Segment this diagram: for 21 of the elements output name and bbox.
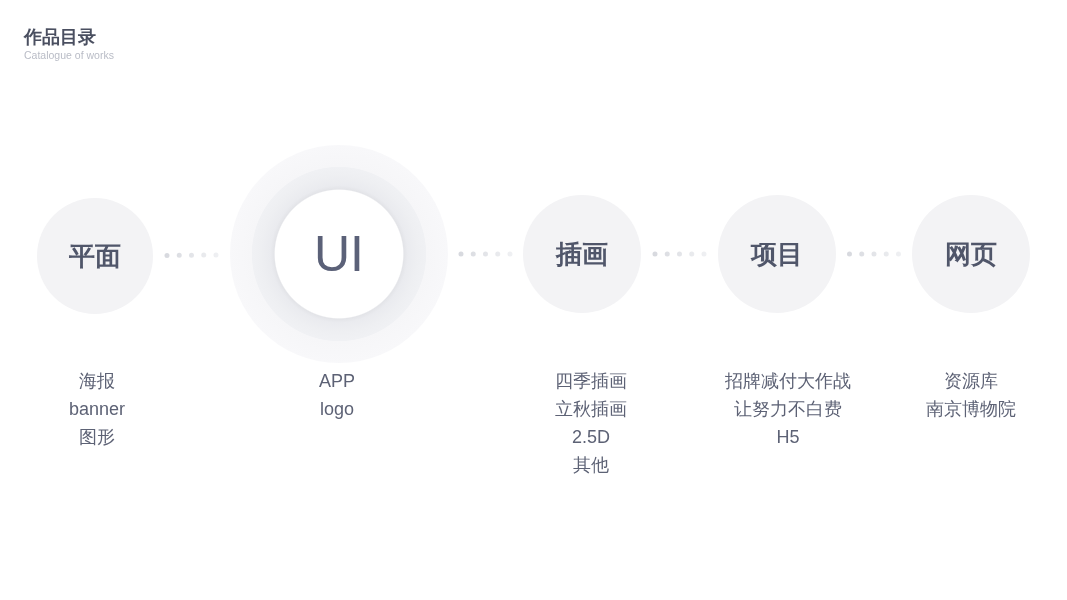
page-subtitle: Catalogue of works (24, 49, 114, 62)
work-item: 南京博物院 (926, 398, 1016, 421)
work-item: H5 (776, 426, 800, 449)
work-item: 立秋插画 (555, 398, 627, 421)
work-item: logo (320, 398, 354, 421)
category-title: 平面 (69, 241, 121, 271)
category-title: 项目 (751, 239, 803, 269)
category-title: UI (314, 227, 364, 281)
work-item: banner (68, 398, 126, 421)
work-item: APP (319, 370, 355, 393)
work-item: 让努力不白费 (734, 398, 842, 421)
work-item: 四季插画 (555, 370, 627, 393)
work-item: 图形 (79, 426, 115, 449)
category-title: 网页 (945, 239, 997, 269)
page-title: 作品目录 (24, 26, 96, 48)
work-item: 海报 (79, 370, 115, 393)
work-item: 招牌减付大作战 (725, 370, 851, 393)
work-item: 其他 (573, 454, 609, 477)
work-item: 2.5D (572, 426, 610, 449)
work-item: 资源库 (944, 370, 998, 393)
category-title: 插画 (556, 239, 608, 269)
